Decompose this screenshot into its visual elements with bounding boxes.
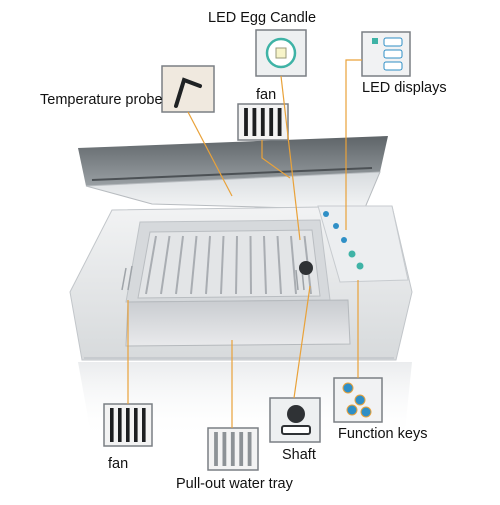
egg-tray bbox=[137, 229, 321, 299]
tray-rail bbox=[160, 235, 171, 295]
inset-temperature-probe bbox=[161, 65, 215, 113]
tray-rail bbox=[205, 235, 211, 295]
label-temperature-probe: Temperature probe bbox=[40, 92, 163, 108]
stripe bbox=[110, 408, 114, 442]
tray-rail bbox=[220, 235, 225, 295]
inset-shaft bbox=[269, 397, 321, 443]
stripe bbox=[252, 108, 257, 136]
stripe bbox=[239, 432, 244, 466]
side-vents bbox=[121, 265, 305, 291]
stripe bbox=[214, 432, 218, 466]
floor-reflection bbox=[78, 362, 412, 440]
inset-fan-bottom bbox=[103, 403, 153, 447]
leader-line-fan-top bbox=[261, 140, 291, 179]
label-shaft: Shaft bbox=[282, 447, 316, 463]
tray-rail bbox=[290, 235, 297, 295]
label-led-egg-candle: LED Egg Candle bbox=[208, 10, 317, 26]
tray-rails bbox=[145, 235, 312, 295]
label-function-keys: Function keys bbox=[338, 426, 428, 442]
stripe bbox=[230, 432, 235, 466]
stripe bbox=[142, 408, 146, 442]
tray-rail bbox=[263, 235, 267, 295]
panel-indicator bbox=[356, 262, 364, 270]
stripe bbox=[269, 108, 274, 136]
tray-rail bbox=[249, 235, 252, 295]
label-led-displays: LED displays bbox=[362, 80, 447, 96]
inset-water-tray bbox=[207, 427, 259, 471]
panel-button bbox=[333, 223, 339, 229]
inset-fan-top bbox=[237, 103, 289, 141]
stripe bbox=[222, 432, 227, 466]
stripe bbox=[260, 108, 265, 136]
leader-line-egg-candle bbox=[280, 75, 301, 241]
tray-rail bbox=[190, 235, 198, 295]
label-fan-top: fan bbox=[256, 87, 277, 103]
tray-rail bbox=[175, 235, 184, 295]
inset-function-keys bbox=[333, 377, 383, 423]
shaft-hole bbox=[299, 261, 313, 275]
stripe bbox=[126, 408, 130, 442]
stripe bbox=[247, 432, 252, 466]
water-tray-slot bbox=[125, 299, 351, 347]
panel-button bbox=[323, 211, 329, 217]
stripe bbox=[244, 108, 248, 136]
stripe bbox=[118, 408, 122, 442]
incubator-body bbox=[69, 205, 413, 361]
leader-line-temperature-probe bbox=[187, 111, 233, 197]
tray-rail bbox=[276, 235, 282, 295]
label-water-tray: Pull-out water tray bbox=[176, 476, 293, 492]
leader-lines bbox=[127, 59, 362, 428]
control-panel bbox=[317, 205, 409, 283]
inset-led-egg-candle bbox=[255, 29, 307, 77]
stripe bbox=[134, 408, 138, 442]
stripe bbox=[277, 108, 282, 136]
panel-button bbox=[341, 237, 347, 243]
incubator-lid bbox=[78, 136, 388, 211]
panel-indicator bbox=[348, 250, 356, 258]
label-fan-bottom: fan bbox=[108, 456, 129, 472]
inset-led-displays bbox=[361, 31, 411, 77]
tray-rail bbox=[145, 235, 157, 295]
leader-line-shaft bbox=[293, 285, 311, 399]
tray-rail bbox=[235, 235, 238, 295]
leader-line-led-displays bbox=[345, 59, 362, 230]
